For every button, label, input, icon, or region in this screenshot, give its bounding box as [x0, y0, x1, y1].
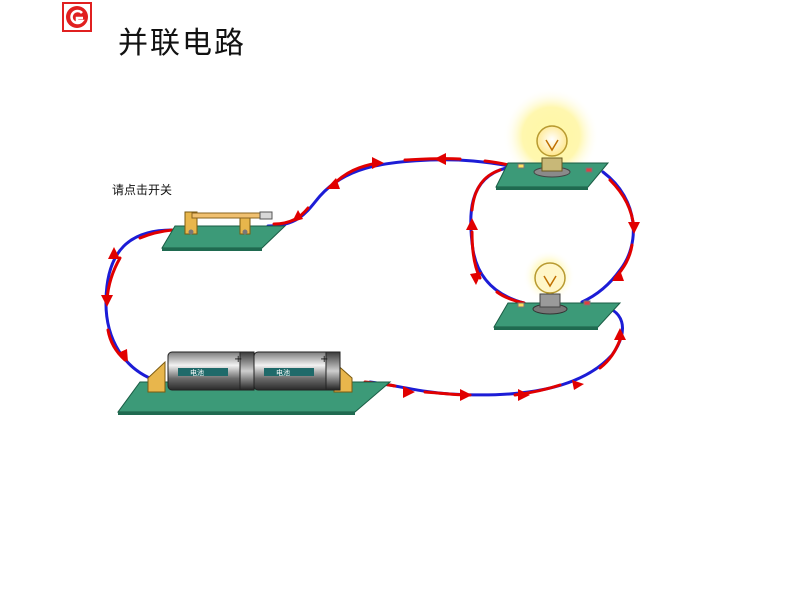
page-title: 并联电路 — [118, 26, 246, 61]
bulb-top-lit — [495, 88, 610, 190]
switch-hint[interactable]: 请点击开关 — [112, 183, 173, 197]
svg-text:+: + — [320, 354, 328, 365]
battery-label: 电池 — [190, 368, 204, 377]
logo-icon — [62, 2, 92, 32]
wire-loop — [101, 153, 640, 401]
bulb-bottom — [493, 250, 622, 330]
battery-cell-2: 电池 + — [253, 351, 341, 391]
wire-top — [266, 158, 522, 228]
wire-right-outer — [580, 170, 635, 304]
switch-knife[interactable] — [161, 211, 287, 251]
battery-label-2: 电池 — [276, 368, 290, 377]
svg-text:+: + — [234, 354, 242, 365]
battery-cell-1: 电池 + — [167, 351, 255, 391]
